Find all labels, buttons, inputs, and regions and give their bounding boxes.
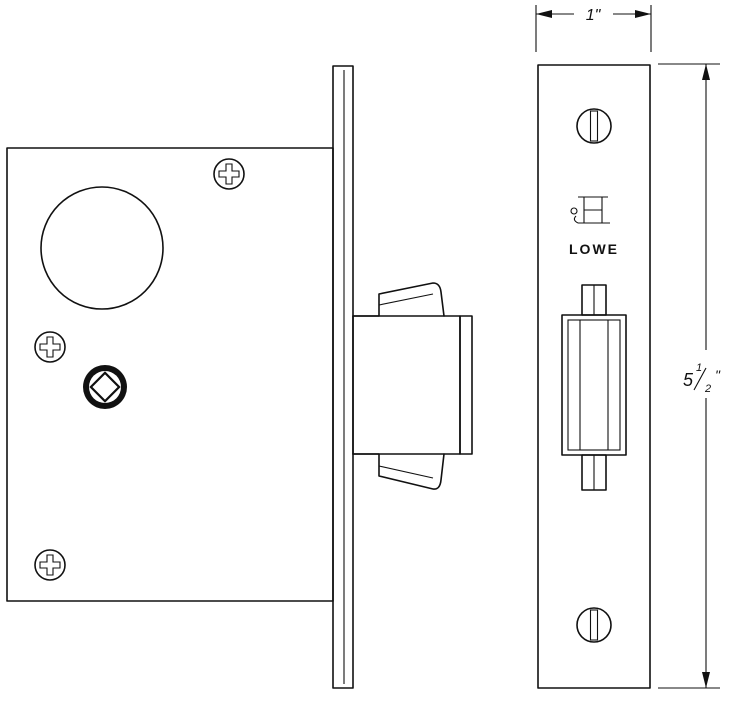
svg-text:2: 2 (704, 383, 711, 395)
width-dimension-label: 1" (586, 7, 602, 24)
faceplate-screw-bottom (576, 607, 612, 643)
spindle-hub (83, 365, 127, 409)
svg-text:1: 1 (696, 362, 702, 374)
screw-mid-left (34, 331, 66, 363)
svg-text:": " (715, 367, 721, 383)
faceplate-screw-top (576, 108, 612, 144)
height-dimension: 5 1 2 " (658, 63, 721, 689)
width-dimension: 1" (535, 5, 652, 52)
front-view: LOWE (537, 64, 651, 689)
lowe-monogram-logo (570, 196, 610, 224)
lock-case-body (6, 147, 334, 602)
screw-top-right (213, 158, 245, 190)
brand-label: LOWE (569, 241, 619, 257)
svg-text:5: 5 (683, 370, 694, 390)
edge-plate-outer (332, 65, 354, 689)
side-view (6, 65, 473, 689)
latch-bolt (352, 282, 473, 490)
height-dimension-label: 5 1 2 " (683, 362, 721, 395)
faceplate-latch-opening (561, 284, 627, 491)
screw-bottom-left (34, 549, 66, 581)
faceplate-outline (537, 64, 651, 689)
cylinder-hole (40, 186, 164, 310)
